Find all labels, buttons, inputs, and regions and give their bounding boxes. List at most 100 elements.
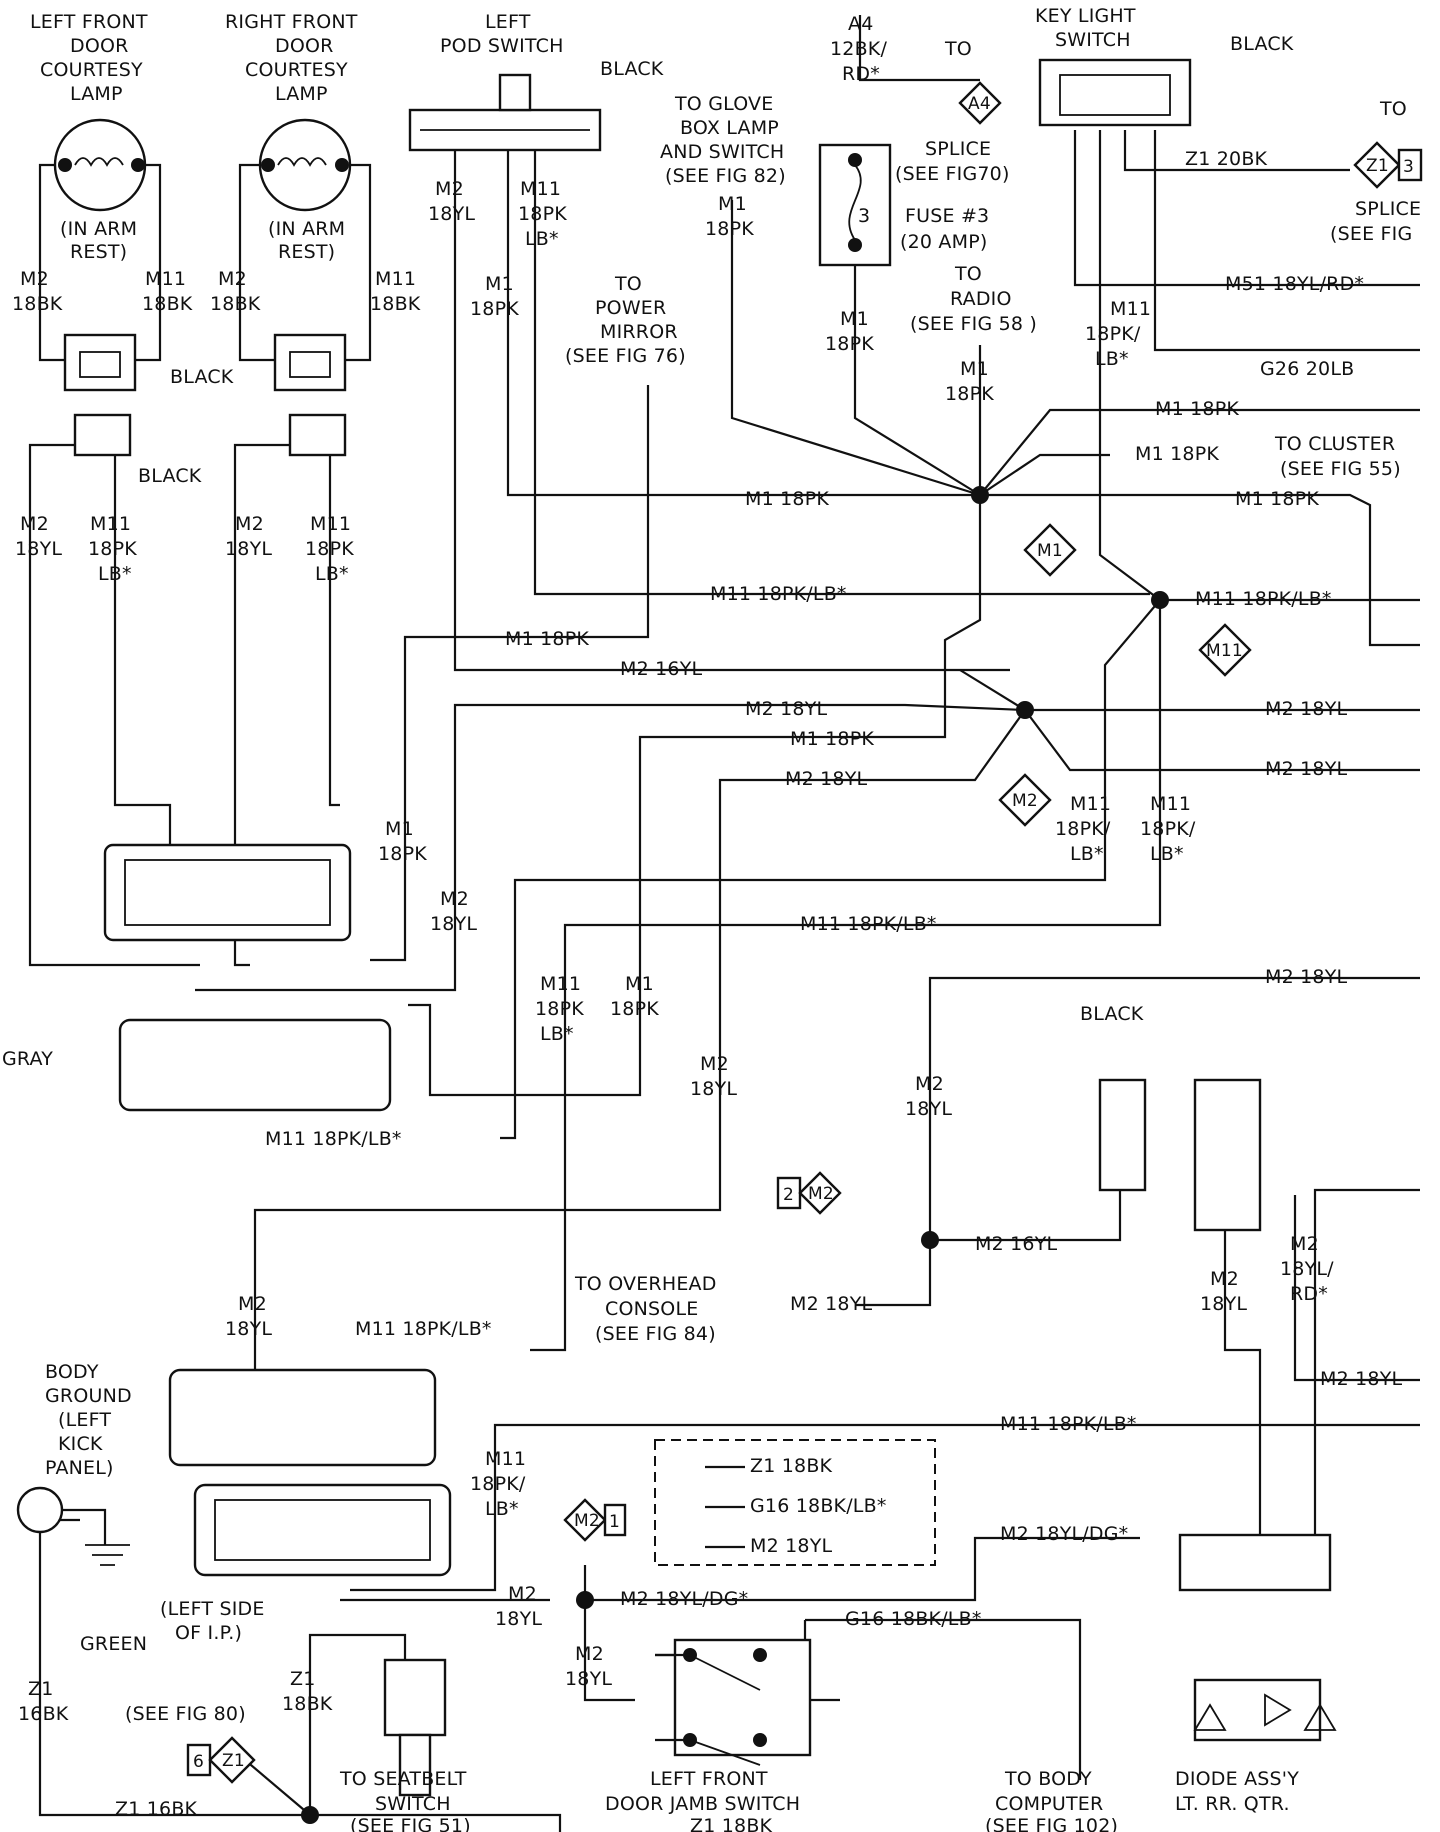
svg-text:Z1: Z1 xyxy=(290,1668,316,1690)
svg-text:M11: M11 xyxy=(375,268,416,290)
svg-text:M2 18YL: M2 18YL xyxy=(790,1293,873,1315)
svg-text:(SEE FIG 55): (SEE FIG 55) xyxy=(1280,458,1401,480)
svg-text:M51 18YL/RD*: M51 18YL/RD* xyxy=(1225,273,1364,295)
body-ground-3: (LEFT xyxy=(58,1409,111,1431)
svg-text:M11: M11 xyxy=(1206,641,1243,661)
key-light-title-2: SWITCH xyxy=(1055,29,1131,51)
body-ground-1: BODY xyxy=(45,1361,99,1383)
splice-tag-z1-page6: 6 Z1 xyxy=(186,1736,256,1784)
lamp-right-title-1: RIGHT FRONT xyxy=(225,11,358,33)
reference-labels: TO GLOVE BOX LAMP AND SWITCH (SEE FIG 82… xyxy=(125,38,1421,1832)
svg-text:M11: M11 xyxy=(485,1448,526,1470)
svg-text:M11 18PK/LB*: M11 18PK/LB* xyxy=(1000,1413,1137,1435)
wire-paths xyxy=(28,15,1420,1832)
svg-text:M1: M1 xyxy=(960,358,989,380)
svg-text:LB*: LB* xyxy=(485,1498,519,1520)
svg-text:18YL: 18YL xyxy=(225,538,272,560)
left-side-ip-2: OF I.P.) xyxy=(175,1622,242,1644)
lamp-left-title-4: LAMP xyxy=(70,83,123,105)
door-jamb-switch xyxy=(655,1638,840,1766)
svg-text:BOX LAMP: BOX LAMP xyxy=(680,117,779,139)
svg-text:M11 18PK/LB*: M11 18PK/LB* xyxy=(800,913,937,935)
svg-text:18YL/: 18YL/ xyxy=(1280,1258,1334,1280)
svg-text:GRAY: GRAY xyxy=(2,1048,53,1070)
svg-text:RD*: RD* xyxy=(842,63,880,85)
svg-text:LB*: LB* xyxy=(315,563,349,585)
svg-text:6: 6 xyxy=(193,1752,204,1772)
svg-text:M2: M2 xyxy=(20,268,49,290)
svg-text:M1: M1 xyxy=(385,818,414,840)
svg-text:M1: M1 xyxy=(625,973,654,995)
svg-text:GREEN: GREEN xyxy=(80,1633,147,1655)
svg-text:18BK: 18BK xyxy=(210,293,261,315)
door-jamb-title-2: DOOR JAMB SWITCH xyxy=(605,1793,800,1815)
svg-text:3: 3 xyxy=(1403,157,1414,177)
svg-text:Z1: Z1 xyxy=(222,1751,245,1771)
svg-text:Z1: Z1 xyxy=(28,1678,54,1700)
svg-text:BLACK: BLACK xyxy=(170,366,234,388)
svg-text:18YL: 18YL xyxy=(1200,1293,1247,1315)
svg-text:G26 20LB: G26 20LB xyxy=(1260,358,1354,380)
svg-text:M2: M2 xyxy=(508,1583,537,1605)
big-connector-upper xyxy=(103,843,352,942)
svg-text:M2: M2 xyxy=(808,1184,834,1204)
svg-text:M11: M11 xyxy=(1110,298,1151,320)
arm-rest-left-1: (IN ARM xyxy=(60,218,137,240)
svg-text:M2 18YL: M2 18YL xyxy=(1320,1368,1403,1390)
svg-text:1: 1 xyxy=(609,1512,620,1532)
svg-text:18BK: 18BK xyxy=(12,293,63,315)
fuse-label: 3 xyxy=(858,205,870,227)
body-ground-bolt xyxy=(16,1486,130,1566)
svg-text:M11 18PK/LB*: M11 18PK/LB* xyxy=(355,1318,492,1340)
wire-labels: M2 18BK M11 18BK M2 18BK M11 18BK M2 18Y… xyxy=(12,13,1403,1832)
body-ground-4: KICK xyxy=(58,1433,103,1455)
arm-rest-right-2: REST) xyxy=(278,241,335,263)
svg-text:BLACK: BLACK xyxy=(1230,33,1294,55)
fuse-title-2: (20 AMP) xyxy=(900,231,988,253)
body-ground-5: PANEL) xyxy=(45,1457,114,1479)
svg-text:18PK: 18PK xyxy=(518,203,567,225)
seatbelt-switch xyxy=(383,1658,447,1797)
svg-text:18PK/: 18PK/ xyxy=(470,1473,526,1495)
big-connector-gray xyxy=(118,1018,392,1112)
svg-text:MIRROR: MIRROR xyxy=(600,321,678,343)
svg-text:M2: M2 xyxy=(238,1293,267,1315)
body-ground-2: GROUND xyxy=(45,1385,132,1407)
pod-switch-title-1: LEFT xyxy=(485,11,531,33)
lamp-right-title-3: COURTESY xyxy=(245,59,348,81)
key-light-switch xyxy=(1038,58,1192,127)
svg-text:M1 18PK: M1 18PK xyxy=(1235,488,1319,510)
svg-text:(SEE FIG 82): (SEE FIG 82) xyxy=(665,165,786,187)
svg-text:SPLICE: SPLICE xyxy=(925,138,991,160)
svg-text:M2: M2 xyxy=(1210,1268,1239,1290)
svg-text:18PK: 18PK xyxy=(535,998,584,1020)
fuse-title-1: FUSE #3 xyxy=(905,205,989,227)
splice-tag-m11: M11 xyxy=(1198,623,1252,677)
svg-text:(SEE FIG70): (SEE FIG70) xyxy=(895,163,1010,185)
svg-text:18BK: 18BK xyxy=(370,293,421,315)
svg-text:SPLICE: SPLICE xyxy=(1355,198,1421,220)
svg-text:M1 18PK: M1 18PK xyxy=(745,488,829,510)
svg-text:G16 18BK/LB*: G16 18BK/LB* xyxy=(845,1608,982,1630)
svg-text:18PK: 18PK xyxy=(378,843,427,865)
svg-text:18PK: 18PK xyxy=(705,218,754,240)
svg-text:Z1 18BK: Z1 18BK xyxy=(750,1455,833,1477)
left-pod-switch xyxy=(408,73,602,152)
svg-text:(SEE FIG: (SEE FIG xyxy=(1330,223,1412,245)
svg-text:M2: M2 xyxy=(700,1053,729,1075)
svg-text:(SEE FIG 58 ): (SEE FIG 58 ) xyxy=(910,313,1037,335)
svg-text:18PK: 18PK xyxy=(305,538,354,560)
svg-text:18YL: 18YL xyxy=(495,1608,542,1630)
svg-text:M11: M11 xyxy=(540,973,581,995)
lamp-connector-right xyxy=(273,333,347,457)
lamp-right-title-2: DOOR xyxy=(275,35,334,57)
svg-text:(SEE FIG 102): (SEE FIG 102) xyxy=(985,1815,1118,1832)
svg-text:18PK/: 18PK/ xyxy=(1055,818,1111,840)
diode-title-1: DIODE ASS'Y xyxy=(1175,1768,1299,1790)
splice-tag-z1-page3: Z1 3 xyxy=(1353,141,1423,189)
svg-text:RADIO: RADIO xyxy=(950,288,1012,310)
svg-text:M2 18YL: M2 18YL xyxy=(745,698,828,720)
svg-text:18YL: 18YL xyxy=(905,1098,952,1120)
splice-points xyxy=(301,486,1169,1824)
right-front-courtesy-lamp xyxy=(258,118,352,212)
